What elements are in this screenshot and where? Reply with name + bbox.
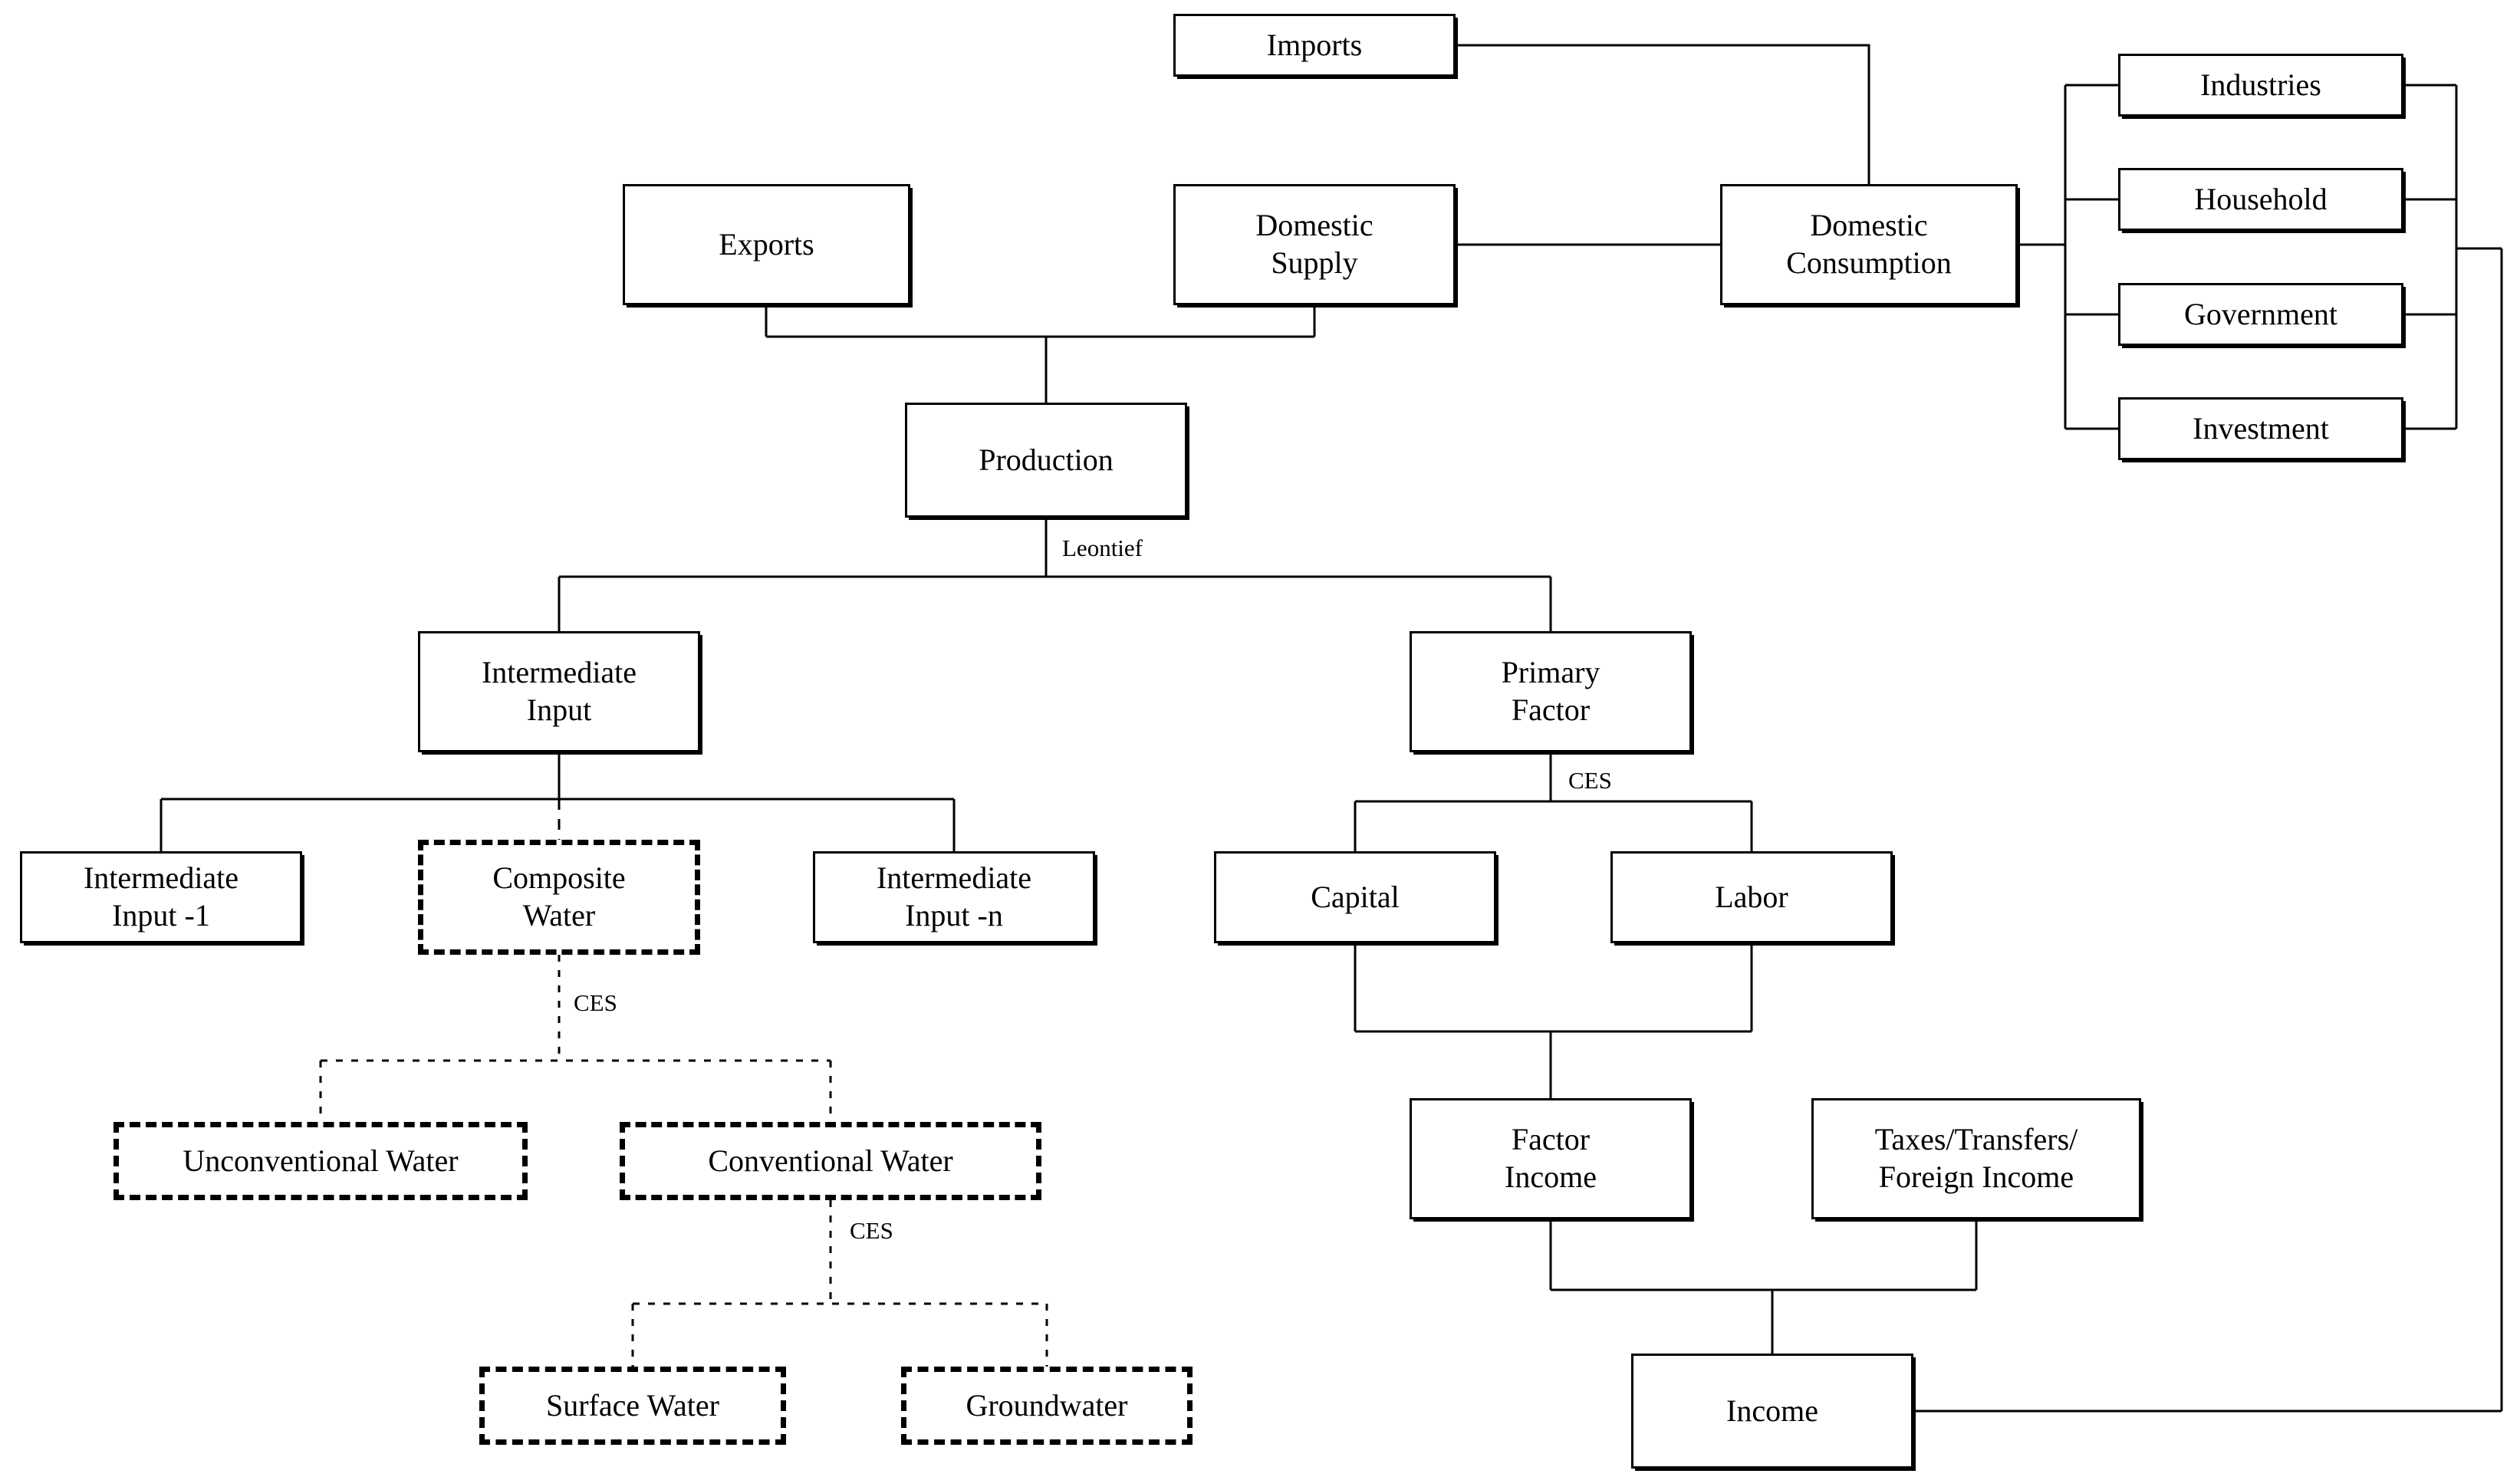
node-label: Factor Income [1505,1122,1597,1194]
node-surface-water[interactable]: Surface Water [479,1367,786,1445]
node-label: Unconventional Water [183,1143,459,1178]
edge-label-primary-factor-ces: CES [1568,767,1612,794]
node-label: Exports [719,226,814,262]
node-label: Domestic Supply [1255,208,1373,280]
node-label: Capital [1311,879,1400,914]
node-household[interactable]: Household [2118,168,2403,231]
edge-label-composite-water-ces: CES [574,989,617,1016]
node-factor-income[interactable]: Factor Income [1410,1098,1692,1219]
node-label: Production [979,442,1114,477]
node-label: Primary Factor [1501,655,1600,727]
node-domestic-supply[interactable]: Domestic Supply [1173,184,1456,305]
node-label: Composite Water [492,860,626,933]
node-label: Surface Water [546,1387,719,1423]
node-intermediate-input[interactable]: Intermediate Input [418,631,700,752]
node-label: Conventional Water [708,1143,953,1178]
node-conventional-water[interactable]: Conventional Water [620,1122,1041,1200]
node-labor[interactable]: Labor [1610,851,1893,943]
edge-label-leontief: Leontief [1062,535,1143,561]
node-primary-factor[interactable]: Primary Factor [1410,631,1692,752]
node-label: Intermediate Input -n [876,860,1032,933]
node-label: Income [1726,1393,1818,1428]
node-label: Intermediate Input [481,655,637,727]
node-label: Industries [2200,67,2321,102]
node-groundwater[interactable]: Groundwater [901,1367,1193,1445]
edge-label-conventional-water-ces: CES [850,1217,893,1244]
node-intermediate-input-1[interactable]: Intermediate Input -1 [20,851,302,943]
node-income[interactable]: Income [1631,1354,1913,1469]
node-label: Taxes/Transfers/ Foreign Income [1874,1122,2078,1194]
node-investment[interactable]: Investment [2118,397,2403,460]
node-label: Domestic Consumption [1786,208,1952,280]
node-intermediate-input-n[interactable]: Intermediate Input -n [813,851,1095,943]
node-production[interactable]: Production [905,403,1187,518]
node-domestic-consumption[interactable]: Domestic Consumption [1720,184,2018,305]
node-label: Imports [1266,27,1363,62]
node-industries[interactable]: Industries [2118,54,2403,117]
node-imports[interactable]: Imports [1173,14,1456,77]
node-capital[interactable]: Capital [1214,851,1496,943]
node-label: Groundwater [966,1387,1128,1423]
node-label: Investment [2193,410,2329,446]
node-label: Intermediate Input -1 [83,860,239,933]
edge-imports-to-consumption [1456,44,1870,184]
node-unconventional-water[interactable]: Unconventional Water [113,1122,528,1200]
node-label: Government [2184,296,2337,331]
node-label: Labor [1715,879,1788,914]
node-taxes-transfers-foreign-income[interactable]: Taxes/Transfers/ Foreign Income [1811,1098,2141,1219]
node-government[interactable]: Government [2118,283,2403,346]
node-composite-water[interactable]: Composite Water [418,840,700,955]
node-exports[interactable]: Exports [623,184,910,305]
node-label: Household [2194,181,2328,216]
